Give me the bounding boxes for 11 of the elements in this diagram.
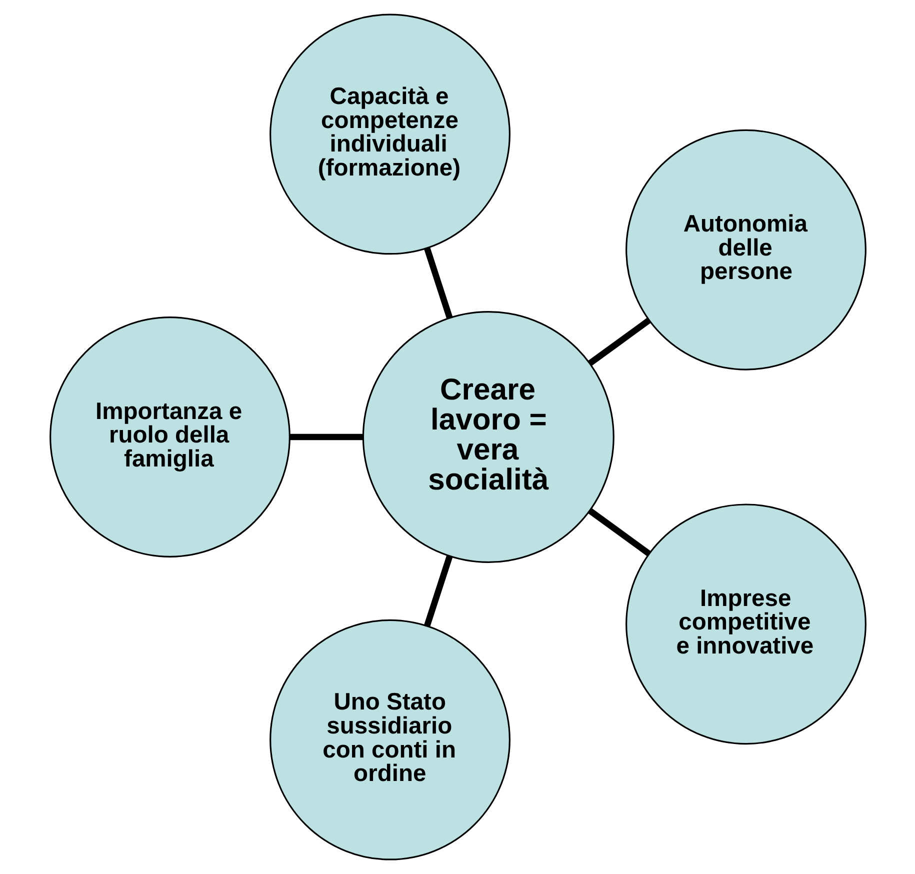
connector	[290, 434, 363, 440]
connector	[424, 247, 452, 319]
node-circle: Capacità e competenze individuali (formazione)	[269, 14, 510, 255]
node-circle: Importanza e ruolo della famiglia	[49, 316, 290, 558]
connector	[424, 555, 452, 627]
node-circle: Creare lavoro = vera socialità	[362, 311, 614, 563]
connector	[588, 318, 650, 366]
node-circle: Uno Stato sussidiario con conti in ordine	[269, 619, 510, 860]
node-circle: Imprese competitive e innovative	[625, 504, 866, 745]
connector	[588, 508, 650, 556]
node-circle: Autonomia delle persone	[625, 129, 866, 370]
